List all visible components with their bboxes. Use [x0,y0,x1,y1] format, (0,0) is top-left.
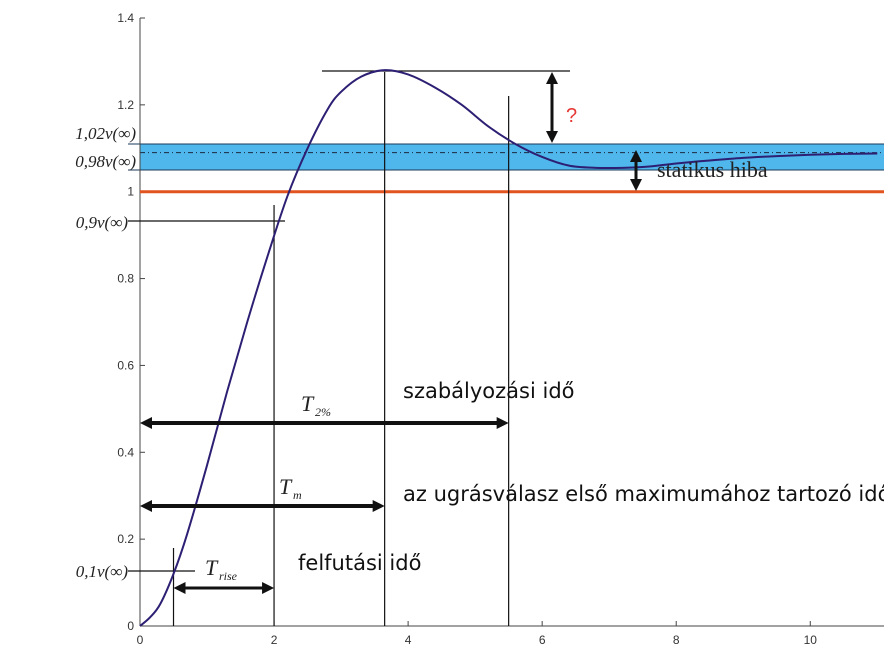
y-tick-label: 1.4 [117,11,134,25]
y-tick-label: 0.2 [117,532,134,546]
y-tick-label: 1.2 [117,98,134,112]
x-tick-label: 8 [673,633,680,647]
x-tick-label: 10 [804,633,818,647]
tm-symbol: T [279,474,293,499]
static-error-arrow-head-top [630,150,642,162]
static-error-arrow-head-bottom [630,179,642,191]
label-0-98-v-inf: 0,98v(∞) [75,152,136,171]
statikus-hiba-label: statikus hiba [657,157,768,182]
ugrasvalasz-label: az ugrásválasz első maximumához tartozó … [403,482,884,506]
t2pct-arrow-head-right [496,417,509,429]
x-tick-label: 0 [137,633,144,647]
t2pct-arrow-head-left [140,417,152,429]
t2-symbol: T [301,391,315,416]
y-tick-label: 0 [127,619,134,633]
trise-symbol: T [205,555,219,580]
label-0-1-v-inf: 0,1v(∞) [76,562,129,581]
x-tick-label: 6 [539,633,546,647]
helper-lines [128,70,570,626]
t2-subscript: 2% [315,405,331,419]
dimension-arrows [140,72,642,594]
y-tick-label: 0.4 [117,445,134,459]
trise-arrow-head-left [173,582,186,594]
x-tick-label: 2 [271,633,278,647]
label-0-9-v-inf: 0,9v(∞) [76,213,129,232]
overshoot-question-mark: ? [566,105,577,127]
y-tick-label: 0.6 [117,358,134,372]
step-response-curve [139,69,878,627]
label-1-02-v-inf: 1,02v(∞) [75,124,136,143]
y-tick-label: 0.8 [117,272,134,286]
axis-ticks: 0 0.2 0.4 0.6 0.8 1 1.2 1.4 0 2 4 6 8 10 [117,11,817,647]
x-tick-label: 4 [405,633,412,647]
overshoot-arrow-head-top [546,72,558,84]
tm-subscript: m [293,488,302,502]
trise-subscript: rise [219,569,238,583]
overshoot-arrow-head-bottom [546,131,558,143]
szabalyozasi-ido-label: szabályozási idő [403,379,575,403]
y-tick-label: 1 [127,185,134,199]
tm-arrow-head-left [140,500,152,512]
trise-arrow-head-right [262,582,275,594]
felfutasi-ido-label: felfutási idő [298,551,421,575]
tm-arrow-head-right [372,500,385,512]
